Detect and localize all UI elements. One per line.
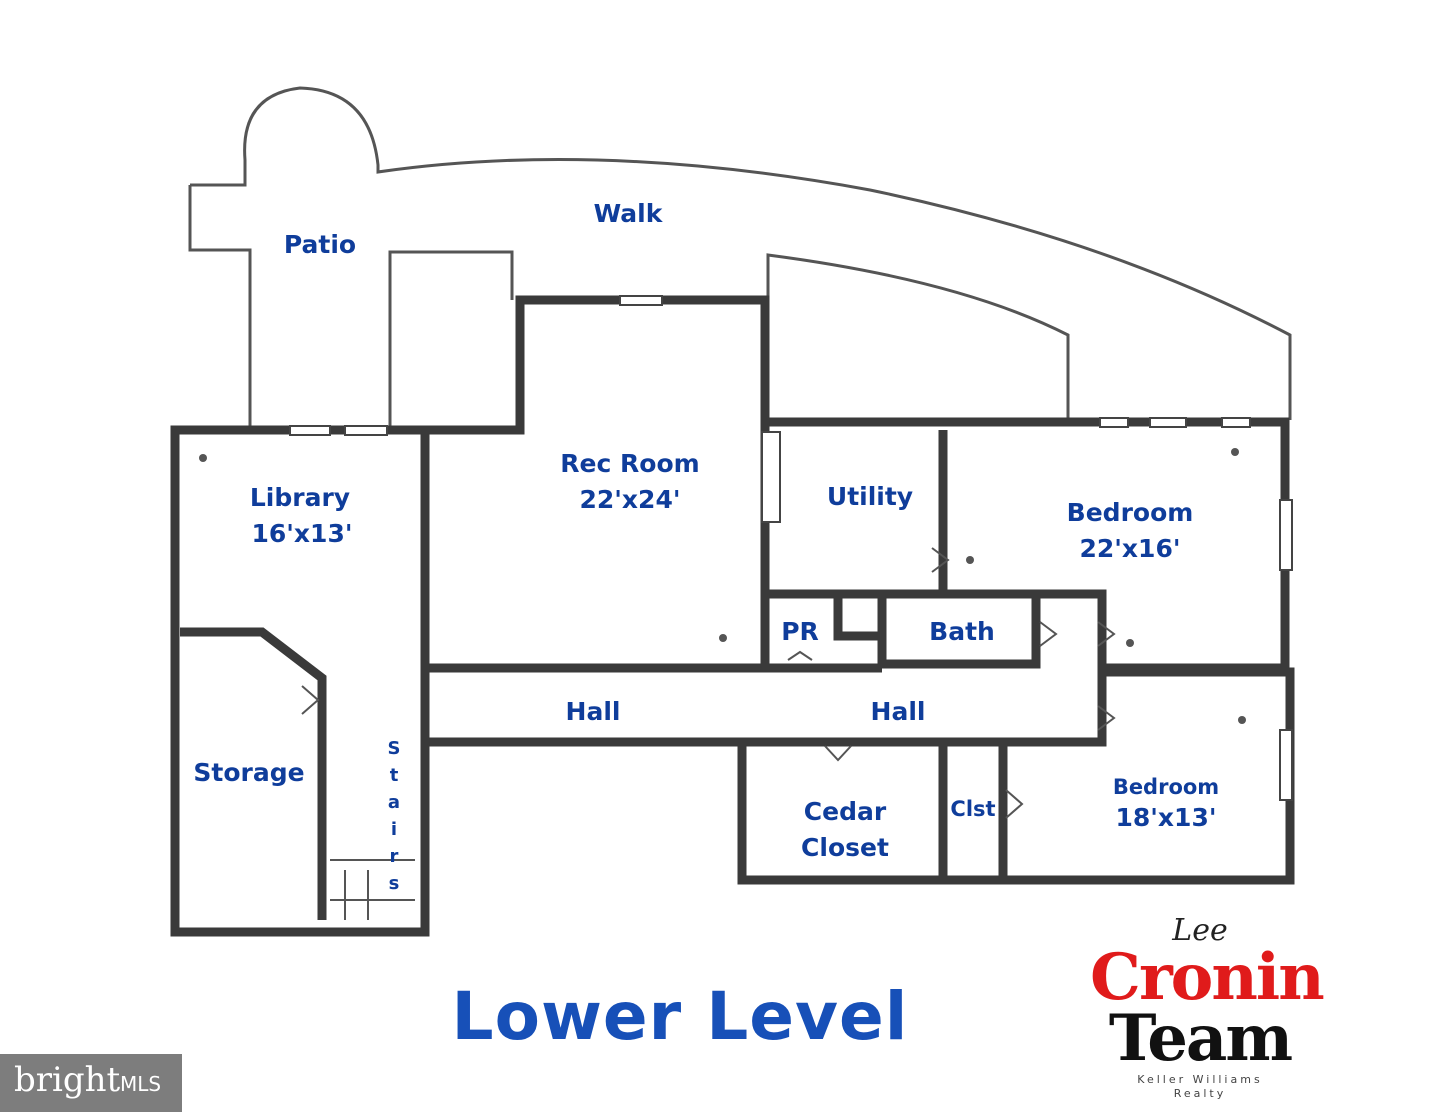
label-stairs-5: s — [389, 873, 400, 894]
label-utility: Utility — [827, 482, 913, 511]
label-stairs-0: S — [388, 738, 401, 759]
label-rec-room: Rec Room — [560, 449, 699, 478]
room-labels: Walk Patio Library 16'x13' Rec Room 22'x… — [193, 199, 1219, 894]
label-library-size: 16'x13' — [251, 519, 352, 548]
label-hall-west: Hall — [566, 697, 621, 726]
label-walk: Walk — [594, 199, 664, 228]
label-storage: Storage — [193, 758, 304, 787]
label-bath: Bath — [929, 617, 995, 646]
walls — [170, 295, 1295, 937]
openings — [289, 295, 1293, 819]
label-cedar: Cedar — [804, 797, 887, 826]
label-bedroom-2-size: 18'x13' — [1115, 803, 1216, 832]
label-bedroom-1-size: 22'x16' — [1079, 534, 1180, 563]
logo-brokerage-line1: Keller Williams — [1137, 1073, 1263, 1086]
label-library: Library — [250, 483, 350, 512]
logo-lee: Lee — [1172, 913, 1228, 948]
label-stairs-2: a — [388, 792, 400, 813]
label-pr: PR — [781, 617, 819, 646]
label-patio: Patio — [284, 230, 356, 259]
logo-brokerage: Keller Williams Realty — [1090, 1073, 1310, 1101]
label-stairs-3: i — [391, 819, 397, 840]
fixtures — [199, 448, 1246, 724]
brand-logo: Lee Cronin Team Keller Williams Realty — [1090, 905, 1325, 1105]
label-bedroom-2: Bedroom — [1113, 775, 1219, 799]
page-title: Lower Level — [451, 978, 909, 1055]
logo-brokerage-line2: Realty — [1173, 1087, 1227, 1100]
bright-mls-watermark: bright MLS — [0, 1054, 182, 1112]
label-hall-east: Hall — [871, 697, 926, 726]
label-stairs-4: r — [390, 846, 399, 867]
label-bedroom-1: Bedroom — [1067, 498, 1194, 527]
label-closet: Closet — [801, 833, 889, 862]
label-clst: Clst — [950, 797, 995, 821]
label-stairs-1: t — [390, 765, 399, 786]
badge-brand: bright — [14, 1060, 121, 1100]
logo-cronin: Cronin — [1090, 940, 1325, 1015]
label-rec-room-size: 22'x24' — [579, 485, 680, 514]
outdoor-outline — [188, 86, 1292, 430]
logo-team: Team — [1108, 1001, 1293, 1076]
badge-mls: MLS — [120, 1072, 162, 1096]
